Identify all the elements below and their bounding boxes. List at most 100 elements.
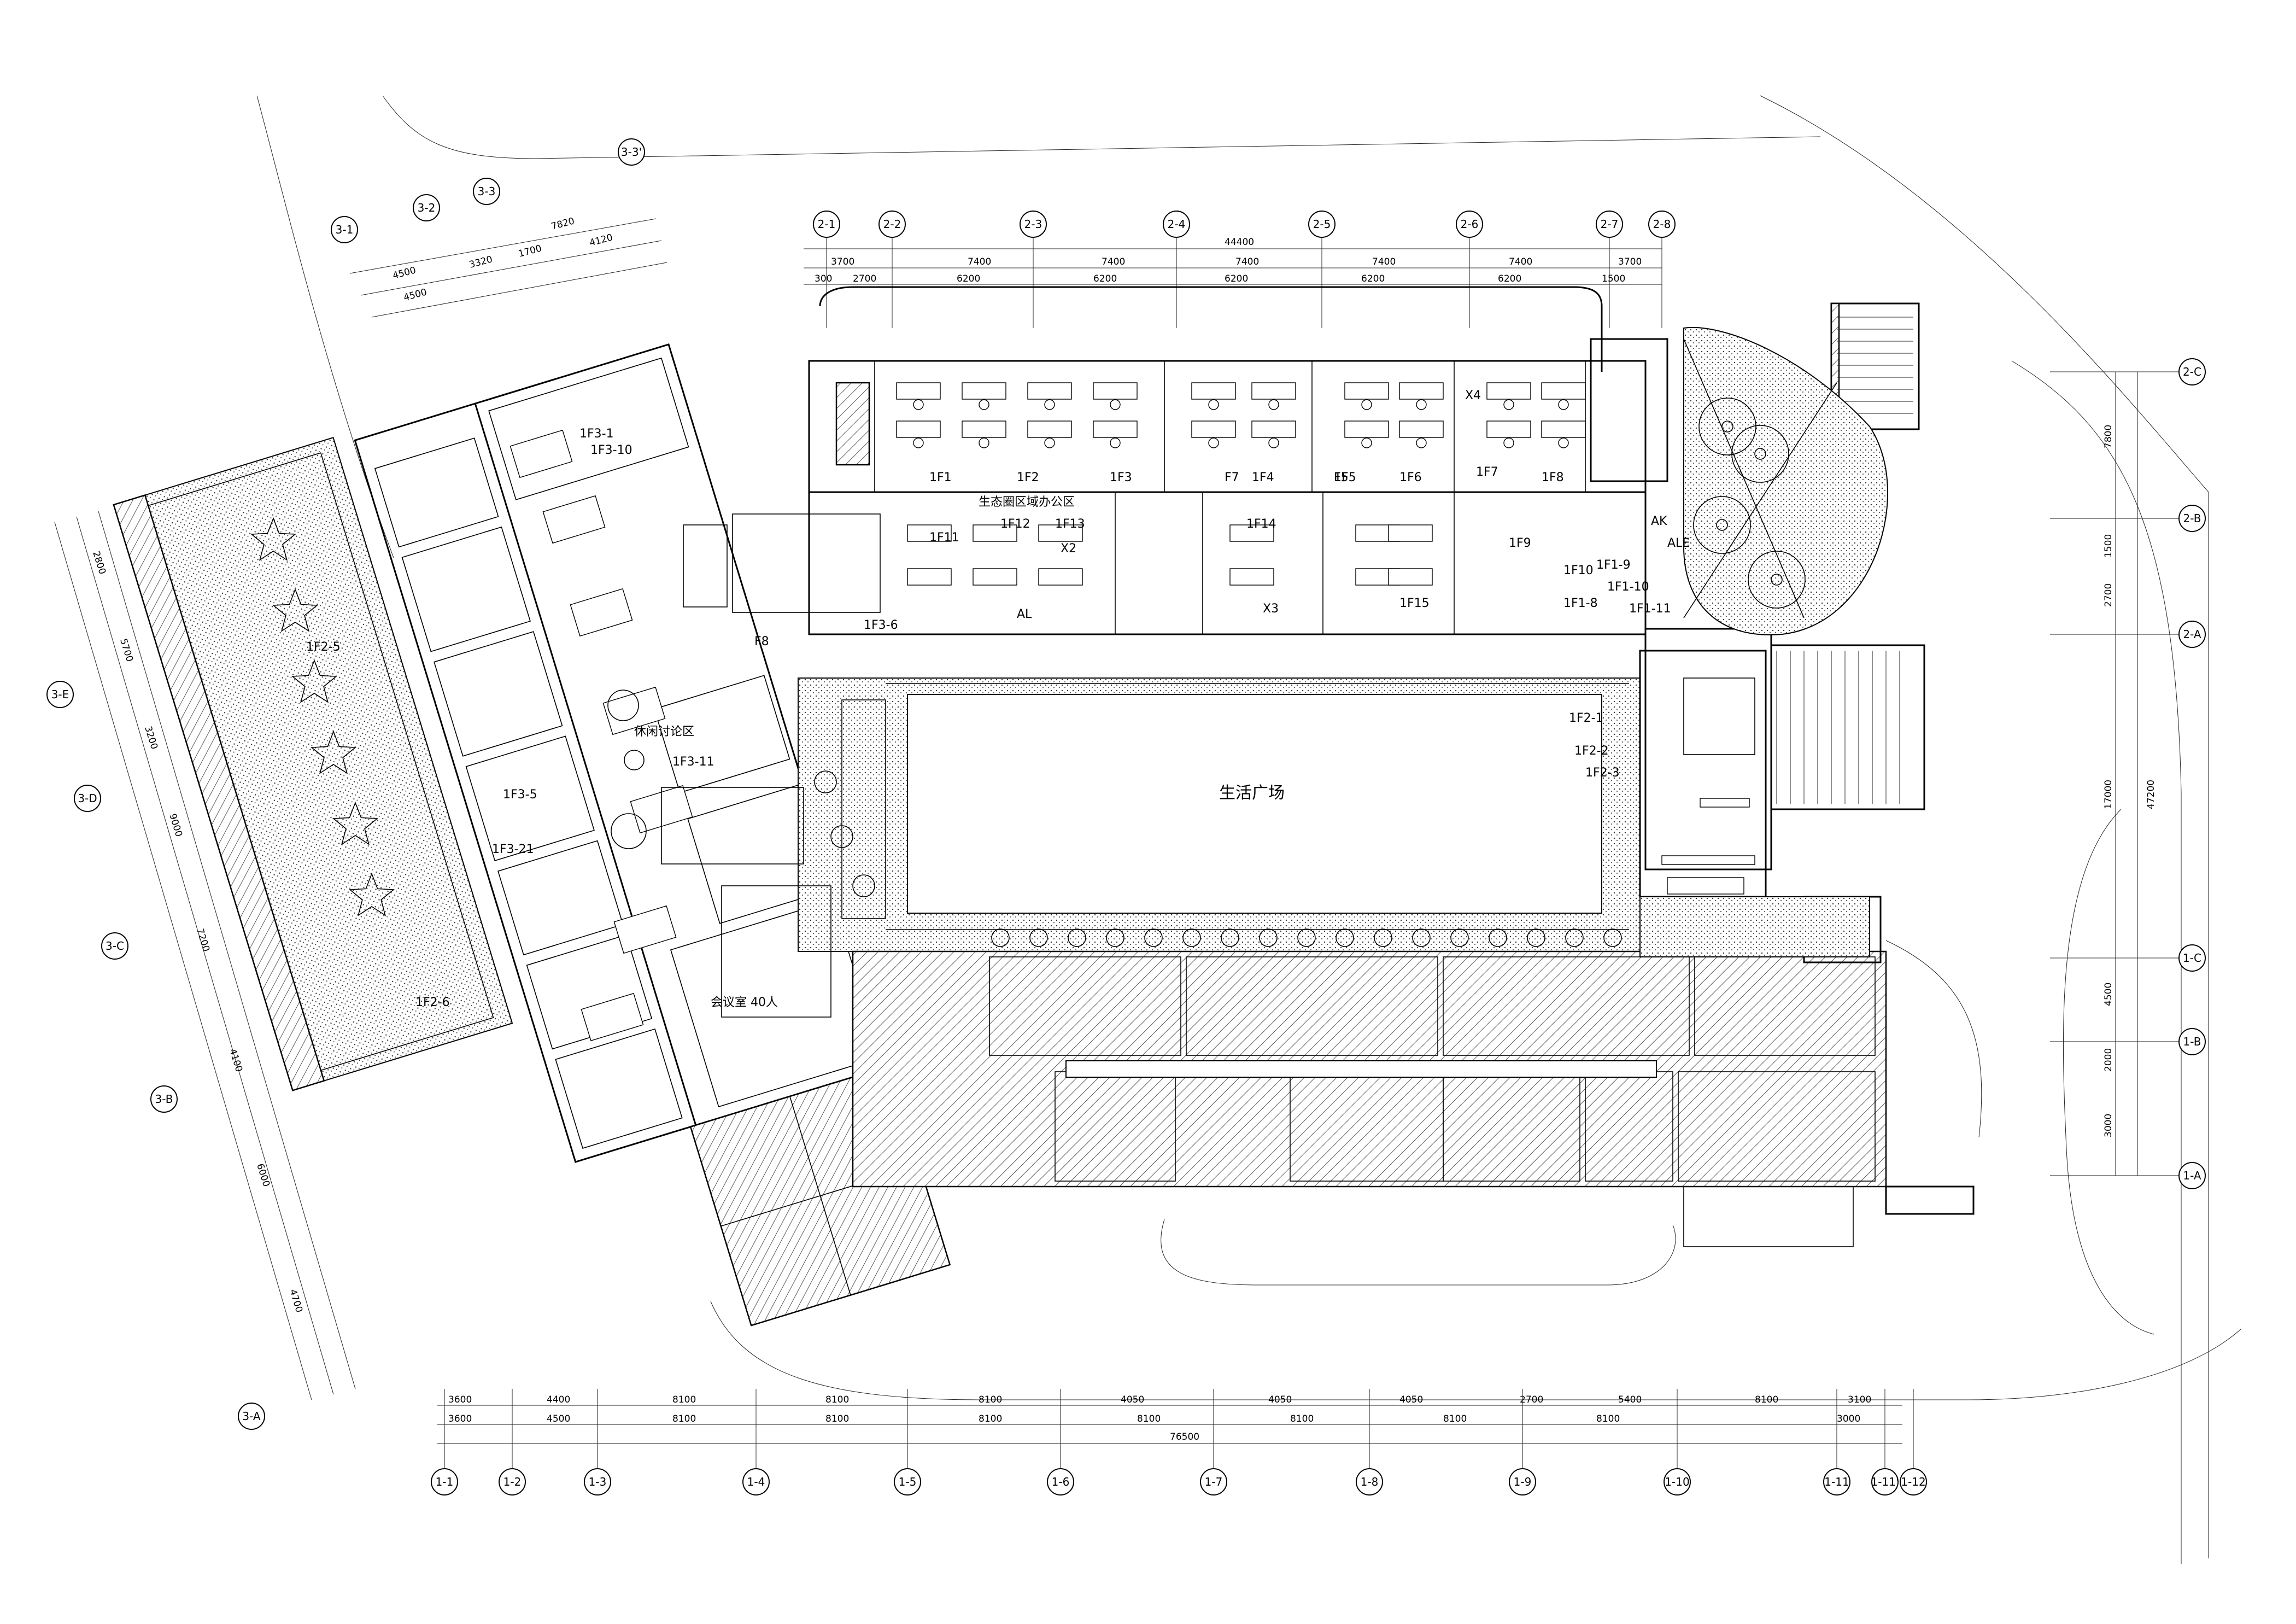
dim-right-9: 3000 <box>2103 1114 2114 1137</box>
svg-text:2-C: 2-C <box>2183 365 2201 378</box>
chair <box>913 437 924 448</box>
dim-wing-5: 4120 <box>588 232 614 249</box>
axis-bubble-wing: 3-3 <box>473 178 500 205</box>
north-office-block <box>732 286 1647 635</box>
north-office-workstations <box>896 382 1586 586</box>
axis-bubble-bottom: 1-6 <box>1047 1389 1074 1496</box>
dim-left-3: 3200 <box>142 725 160 751</box>
workstation <box>907 524 952 542</box>
axis-bubble-top: 2-6 <box>1456 211 1483 328</box>
workstation <box>1388 524 1433 542</box>
chair <box>1268 399 1279 410</box>
workstation <box>973 568 1017 586</box>
chair <box>1361 437 1372 448</box>
chair <box>1044 437 1055 448</box>
workstation <box>1251 382 1296 400</box>
axis-bubble-bottom: 1-1 <box>431 1389 458 1496</box>
dim-left-6: 4100 <box>227 1048 244 1073</box>
workstation <box>1486 420 1531 438</box>
svg-text:1-4: 1-4 <box>747 1475 765 1488</box>
office-wing-label: 生态圈区域办公区 <box>979 495 1075 509</box>
equipment-tag: 1F1-11 <box>1629 602 1671 616</box>
tree-symbol <box>332 801 379 845</box>
workstation <box>1541 382 1586 400</box>
svg-text:3-1: 3-1 <box>336 223 354 236</box>
planter <box>1106 928 1124 947</box>
workstation <box>1027 420 1072 438</box>
equipment-tag: X4 <box>1465 389 1481 402</box>
axis-bubble-bottom: 1-8 <box>1356 1389 1383 1496</box>
lobby-label: 休闲讨论区 <box>634 725 694 739</box>
planter <box>1412 928 1431 947</box>
dim-top-5: 7400 <box>1372 256 1396 267</box>
planter <box>1221 928 1239 947</box>
equipment-tag: 1F3 <box>1110 471 1132 484</box>
dim-bot-r2-8: 8100 <box>1443 1413 1467 1424</box>
zone-labels: 休闲讨论区 生态圈区域办公区 会议室 40人 <box>634 495 1075 1009</box>
dim-bot-r2-3: 8100 <box>672 1413 696 1424</box>
equipment-tag: 1F2 <box>1017 471 1039 484</box>
workstation <box>1388 568 1433 586</box>
workstation <box>1038 568 1083 586</box>
dim-top-r2-13: 6200 <box>1361 273 1385 284</box>
svg-text:2-3: 2-3 <box>1024 218 1042 231</box>
equipment-tag: X2 <box>1061 542 1076 556</box>
workstation <box>907 568 952 586</box>
axis-bubble-wing: 3-2 <box>413 194 440 221</box>
dim-left-5: 7200 <box>194 927 212 953</box>
planter <box>1068 928 1086 947</box>
svg-text:1-C: 1-C <box>2183 951 2201 965</box>
dim-top-3: 7400 <box>1102 256 1125 267</box>
dim-wing-1: 7820 <box>550 215 576 232</box>
dim-right-7: 4500 <box>2103 983 2114 1006</box>
dim-bot-4: 8100 <box>672 1394 696 1405</box>
right-dimension-chain: 7800 1500 2700 17000 4500 2000 3000 4720… <box>2050 371 2181 1176</box>
axis-bubble-left: 3-E <box>46 681 74 708</box>
workstation <box>1229 524 1274 542</box>
tree-symbol <box>348 872 395 916</box>
tree-canopy <box>1693 496 1751 554</box>
tree-trunk <box>1721 420 1733 433</box>
tree-symbol <box>291 659 338 703</box>
equipment-tag: 1F1-10 <box>1607 580 1649 594</box>
svg-text:3-3: 3-3 <box>478 185 496 198</box>
planter <box>1182 928 1201 947</box>
workstation <box>1344 420 1389 438</box>
office-desk <box>542 495 606 544</box>
tree-symbol <box>250 517 297 561</box>
svg-text:3-E: 3-E <box>51 688 69 701</box>
chair <box>1503 399 1514 410</box>
svg-text:2-4: 2-4 <box>1168 218 1186 231</box>
east-activity-zone <box>1639 650 1870 957</box>
workstation <box>1541 420 1586 438</box>
right-axis-bubbles: 2-C2-B2-A1-C1-B1-A <box>2055 358 2206 1189</box>
dim-top-r2-10: 6200 <box>1225 273 1248 284</box>
chair <box>1503 437 1514 448</box>
svg-text:1-9: 1-9 <box>1514 1475 1532 1488</box>
workstation <box>1399 420 1444 438</box>
dim-wing-4: 1700 <box>517 243 543 260</box>
chair <box>1208 437 1219 448</box>
tree-trunk <box>1716 519 1728 531</box>
equipment-tag: 1F7 <box>1476 465 1498 479</box>
dim-top-r2-1: 300 <box>815 273 832 284</box>
axis-bubble-right: 1-B <box>2055 1028 2206 1055</box>
svg-text:1-A: 1-A <box>2183 1169 2201 1182</box>
dim-bot-6: 8100 <box>979 1394 1002 1405</box>
svg-text:1-11': 1-11' <box>1871 1475 1899 1488</box>
equipment-tag: 1F15 <box>1399 597 1430 610</box>
workstation <box>962 420 1006 438</box>
equipment-tag: 1F2-5 <box>306 640 341 654</box>
office-desk <box>613 905 677 954</box>
equipment-tag: 1F3-6 <box>864 618 898 632</box>
dim-left-2: 5700 <box>118 638 135 663</box>
dim-bot-12: 8100 <box>1755 1394 1778 1405</box>
axis-bubble-wing: 3-1 <box>331 216 358 243</box>
planter <box>1297 928 1316 947</box>
axis-bubble-top: 2-2 <box>878 211 906 328</box>
axis-bubble-top: 2-8 <box>1648 211 1676 328</box>
dim-bot-r2-10: 3000 <box>1837 1413 1860 1424</box>
dim-bot-8: 4050 <box>1268 1394 1292 1405</box>
svg-text:3-2: 3-2 <box>418 201 436 214</box>
